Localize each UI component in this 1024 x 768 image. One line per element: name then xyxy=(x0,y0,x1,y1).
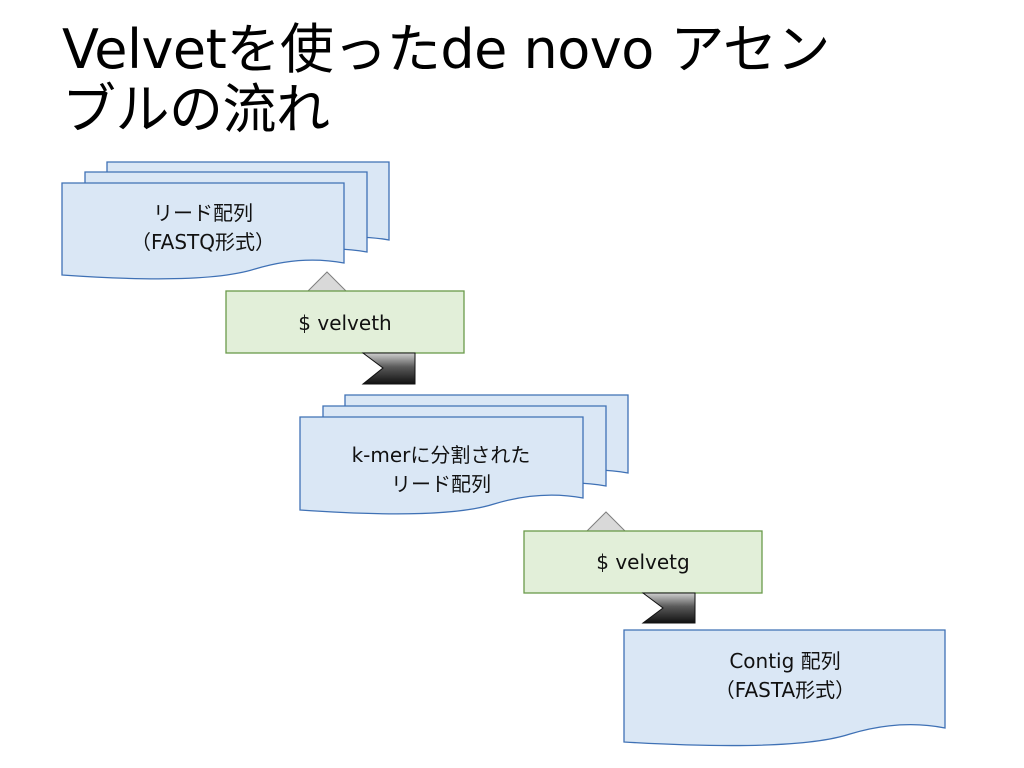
velveth-command-label: $ velveth xyxy=(298,311,391,335)
kmer-multidocument: k-merに分割された リード配列 xyxy=(299,394,629,515)
output-arrow-1 xyxy=(361,352,416,385)
velveth-command-box: $ velveth xyxy=(225,290,465,354)
contig-label-line-1: Contig 配列 xyxy=(729,649,840,673)
input-arrow-2 xyxy=(584,511,628,533)
kmer-doc-front xyxy=(299,416,584,515)
slide-title-line-1: Velvetを使ったde novo アセン xyxy=(62,18,830,81)
contig-document: Contig 配列 （FASTA形式） xyxy=(623,629,946,747)
contig-doc-shape xyxy=(623,629,946,747)
kmer-label-line-2: リード配列 xyxy=(391,472,491,496)
output-arrow-2 xyxy=(641,592,696,624)
slide-title-line-2: ブルの流れ xyxy=(62,78,330,141)
contig-label-line-2: （FASTA形式） xyxy=(715,678,855,702)
reads-multidocument: リード配列 （FASTQ形式） xyxy=(61,161,390,280)
slide-title: Velvetを使ったde novo アセン ブルの流れ xyxy=(62,20,982,140)
reads-label-line-2: （FASTQ形式） xyxy=(131,230,275,254)
kmer-label-line-1: k-merに分割された xyxy=(352,443,531,467)
velvetg-command-box: $ velvetg xyxy=(523,530,763,594)
input-arrow-1 xyxy=(305,271,349,293)
reads-label-line-1: リード配列 xyxy=(153,201,253,225)
reads-doc-front xyxy=(61,182,345,280)
velvetg-command-label: $ velvetg xyxy=(596,550,689,574)
